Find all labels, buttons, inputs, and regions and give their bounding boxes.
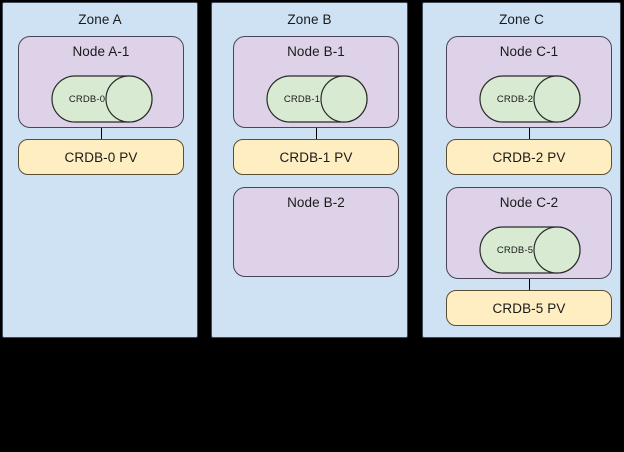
connector-c-1 [529, 128, 530, 139]
cylinder-icon: CRDB-1 [266, 75, 368, 123]
node-b-1-title: Node B-1 [287, 44, 345, 59]
cylinder-icon: CRDB-2 [479, 75, 581, 123]
node-b-2: Node B-2 [233, 187, 399, 277]
zone-c: Zone C Node C-1 CRDB-2 CRDB-2 PV Node C-… [422, 2, 621, 338]
node-c-2-title: Node C-2 [499, 195, 559, 210]
zone-a: Zone A Node A-1 CRDB-0 CRDB-0 PV [2, 2, 198, 338]
zone-b: Zone B Node B-1 CRDB-1 CRDB-1 PV Node B-… [211, 2, 408, 338]
node-a-1: Node A-1 CRDB-0 [18, 36, 184, 128]
pv-crdb-5-label: CRDB-5 PV [492, 300, 566, 316]
pv-crdb-0-label: CRDB-0 PV [64, 149, 138, 165]
pv-crdb-1-label: CRDB-1 PV [279, 149, 353, 165]
pv-crdb-0: CRDB-0 PV [18, 139, 184, 175]
pv-crdb-1: CRDB-1 PV [233, 139, 399, 175]
zone-c-title: Zone C [499, 12, 544, 27]
connector-c-2 [529, 279, 530, 290]
pv-crdb-5: CRDB-5 PV [446, 290, 612, 326]
node-c-1-title: Node C-1 [499, 44, 559, 59]
zone-b-title: Zone B [287, 12, 332, 27]
connector-a-1 [101, 128, 102, 139]
node-b-2-title: Node B-2 [287, 195, 345, 210]
pv-crdb-2: CRDB-2 PV [446, 139, 612, 175]
zone-a-title: Zone A [78, 12, 122, 27]
node-a-1-title: Node A-1 [72, 44, 130, 59]
node-c-2: Node C-2 CRDB-5 [446, 187, 612, 279]
node-c-1: Node C-1 CRDB-2 [446, 36, 612, 128]
pv-crdb-2-label: CRDB-2 PV [492, 149, 566, 165]
connector-b-1 [316, 128, 317, 139]
node-b-1: Node B-1 CRDB-1 [233, 36, 399, 128]
cylinder-icon: CRDB-0 [51, 75, 153, 123]
cylinder-icon: CRDB-5 [479, 226, 581, 274]
